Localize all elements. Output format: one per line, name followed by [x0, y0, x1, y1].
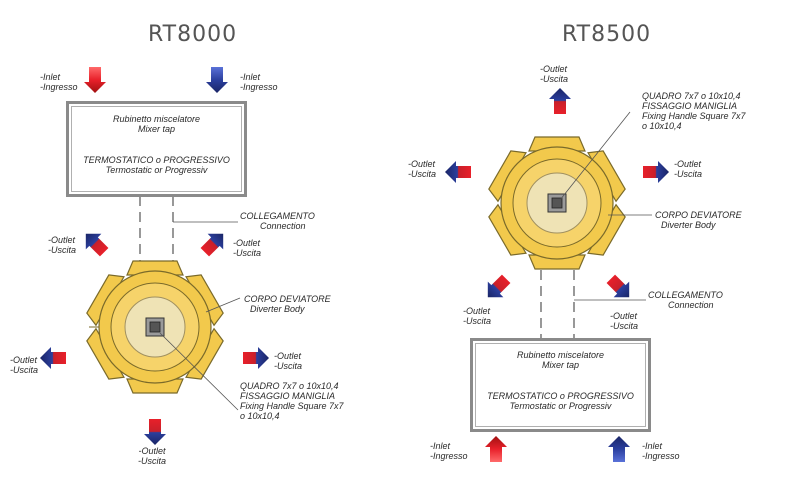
outlet-arrow-r-right	[643, 161, 669, 183]
outlet-arrow-ul	[78, 226, 112, 260]
rt8500-title: RT8500	[562, 22, 652, 47]
outlet-arrow-ur	[197, 226, 231, 260]
diverter-leader	[205, 297, 241, 313]
handle-leader-right	[559, 111, 631, 201]
outlet-label-r-right: -Outlet-Uscita	[674, 159, 703, 179]
connection-lines-right	[540, 270, 575, 338]
outlet-label-l: -Outlet-Uscita	[10, 355, 39, 375]
inlet-label-left: -Inlet-Ingresso	[40, 72, 78, 92]
cold-inlet-arrow	[206, 67, 228, 93]
outlet-arrow-l	[40, 347, 66, 369]
outlet-arrow-top	[549, 88, 571, 114]
outlet-label-top: -Outlet-Uscita	[540, 64, 569, 84]
cold-inlet-arrow-right	[608, 436, 630, 462]
diverter-body-rt8000	[86, 260, 224, 394]
outlet-arrow-r	[243, 347, 269, 369]
inlet-label-right: -Inlet-Ingresso	[240, 72, 278, 92]
outlet-arrow-b	[144, 419, 166, 445]
hot-inlet-arrow-right	[485, 436, 507, 462]
handle-leader	[159, 332, 239, 411]
connection-lines	[139, 196, 174, 262]
outlet-label-lr-right: -Outlet-Uscita	[610, 311, 639, 331]
inlet-label-right-right: -Inlet-Ingresso	[642, 441, 680, 461]
hot-inlet-arrow	[84, 67, 106, 93]
outlet-label-ur: -Outlet-Uscita	[233, 238, 262, 258]
outlet-arrow-l-right	[445, 161, 471, 183]
outlet-label-ll-right: -Outlet-Uscita	[463, 306, 492, 326]
outlet-label-l-right: -Outlet-Uscita	[408, 159, 437, 179]
outlet-label-b: -Outlet-Uscita	[138, 446, 167, 466]
inlet-label-left-right: -Inlet-Ingresso	[430, 441, 468, 461]
outlet-label-ul: -Outlet-Uscita	[48, 235, 77, 255]
outlet-label-r: -Outlet-Uscita	[274, 351, 303, 371]
rt8000-title: RT8000	[148, 22, 238, 47]
diverter-body-rt8500	[488, 136, 626, 270]
outlet-arrow-ll-right	[480, 271, 514, 305]
